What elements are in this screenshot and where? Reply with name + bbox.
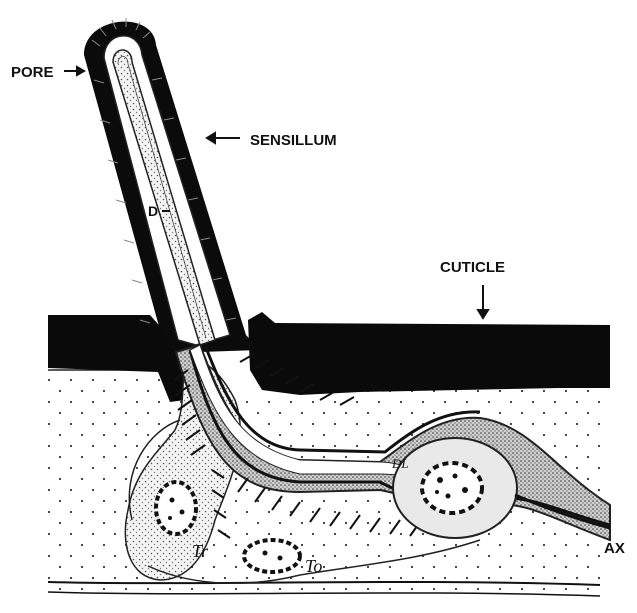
neuron-nucleus	[422, 463, 482, 513]
label-pore: PORE	[11, 64, 54, 81]
trichogen-nucleus	[156, 482, 196, 534]
label-to: To	[305, 556, 322, 576]
label-d: D	[148, 203, 158, 219]
tormogen-nucleus	[244, 540, 300, 572]
label-sensillum: SENSILLUM	[250, 132, 337, 149]
label-cuticle: CUTICLE	[440, 259, 505, 276]
label-ax: AX	[604, 540, 625, 557]
label-tr: Tr	[192, 541, 209, 561]
cuticle-slab-right	[248, 312, 610, 395]
label-dl: DL	[391, 456, 409, 471]
